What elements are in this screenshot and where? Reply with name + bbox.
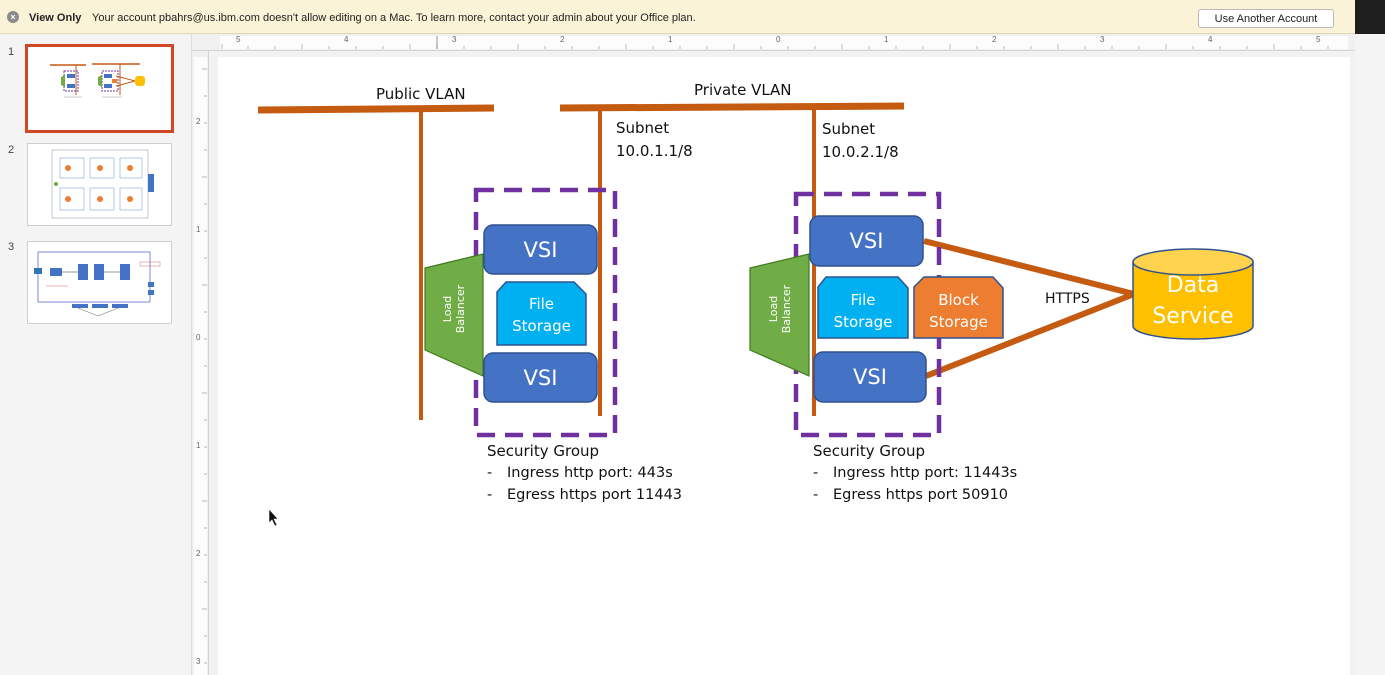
ruler-label: 2	[196, 549, 201, 558]
security-group-1-rules: -Ingress http port: 443s -Egress https p…	[487, 462, 682, 506]
file-storage-1-line1: File	[528, 295, 555, 313]
security-group-2-rules: -Ingress http port: 11443s -Egress https…	[813, 462, 1017, 506]
lb1-line2: Balancer	[454, 284, 467, 334]
sg2-rule-2-text: Egress https port 50910	[833, 487, 1009, 503]
block-storage-line2: Storage	[929, 313, 988, 331]
slide-thumbnail-2[interactable]	[27, 143, 172, 226]
ruler-label: 1	[668, 35, 673, 44]
ruler-label: 0	[196, 333, 201, 342]
load-balancer-1[interactable]: Load Balancer	[425, 285, 483, 333]
security-group-2-title: Security Group	[813, 442, 926, 460]
ruler-label: 3	[196, 657, 201, 666]
view-only-notice-bar: × View Only Your account pbahrs@us.ibm.c…	[0, 0, 1355, 34]
slide[interactable]	[218, 57, 1350, 675]
sg1-rule-2-text: Egress https port 11443	[507, 487, 683, 503]
ruler-label: 2	[560, 35, 565, 44]
close-circle-icon[interactable]: ×	[7, 11, 19, 23]
block-storage[interactable]: Block Storage	[914, 289, 1003, 333]
lb1-line1: Load	[441, 295, 454, 323]
thumbnail-number: 1	[8, 46, 15, 58]
thumbnail-number: 2	[8, 144, 15, 156]
lb2-line2: Balancer	[780, 284, 793, 334]
ruler-label: 3	[452, 35, 457, 44]
ruler-label: 5	[236, 35, 241, 44]
ruler-label: 4	[1208, 35, 1213, 44]
subnet2-cidr: 10.0.2.1/8	[822, 143, 899, 161]
file-storage-2[interactable]: File Storage	[818, 289, 908, 333]
sg2-rule-1: -Ingress http port: 11443s	[813, 465, 1018, 481]
lb2-line1: Load	[767, 295, 780, 323]
file-storage-2-line2: Storage	[833, 313, 893, 331]
slide-thumbnail-3[interactable]	[27, 241, 172, 324]
ruler-label: 0	[776, 35, 781, 44]
file-storage-2-line1: File	[850, 291, 876, 309]
vsi-2a[interactable]: VSI	[849, 229, 884, 253]
ruler-label: 1	[196, 225, 201, 234]
sg1-rule-1-text: Ingress http port: 443s	[507, 465, 673, 481]
use-another-account-button[interactable]: Use Another Account	[1198, 9, 1334, 28]
sg1-rule-2: -Egress https port 11443	[487, 487, 683, 503]
public-vlan-label: Public VLAN	[376, 85, 466, 103]
window-edge	[1355, 0, 1385, 34]
data-service[interactable]: Data Service	[1133, 270, 1253, 332]
data-service-line1: Data	[1166, 273, 1220, 298]
file-storage-1[interactable]: File Storage	[497, 293, 586, 337]
scrollbar-track[interactable]	[1355, 34, 1385, 675]
horizontal-ruler: 5 4 3 2 1 0 1 2 3 4 5	[192, 34, 1355, 51]
ruler-label: 1	[884, 35, 889, 44]
subnet1-title: Subnet	[616, 119, 670, 137]
ruler-label: 4	[344, 35, 349, 44]
slide-thumbnail-1[interactable]	[25, 44, 174, 133]
file-storage-1-line2: Storage	[512, 317, 571, 335]
notice-title: View Only	[29, 12, 82, 24]
vertical-ruler: 2 1 0 1 2 3	[192, 51, 209, 675]
security-group-1-title: Security Group	[487, 442, 600, 460]
subnet2-title: Subnet	[822, 120, 876, 138]
ruler-label: 2	[196, 117, 201, 126]
vsi-1b[interactable]: VSI	[523, 365, 558, 390]
ruler-label: 3	[1100, 35, 1105, 44]
thumbnail-number: 3	[8, 241, 15, 253]
subnet1-cidr: 10.0.1.1/8	[616, 142, 693, 160]
sg2-rule-2: -Egress https port 50910	[813, 487, 1009, 503]
ruler-label: 2	[992, 35, 997, 44]
notice-message: Your account pbahrs@us.ibm.com doesn't a…	[92, 12, 696, 24]
slide-thumbnail-panel: 1 2	[0, 34, 192, 675]
ruler-label: 5	[1316, 35, 1321, 44]
vsi-2b[interactable]: VSI	[853, 365, 887, 389]
private-vlan-label: Private VLAN	[694, 81, 792, 99]
sg2-rule-1-text: Ingress http port: 11443s	[833, 465, 1018, 481]
ruler-label: 1	[196, 441, 201, 450]
https-label: HTTPS	[1045, 291, 1090, 307]
load-balancer-2[interactable]: Load Balancer	[750, 285, 809, 333]
data-service-line2: Service	[1152, 304, 1234, 329]
vsi-1a[interactable]: VSI	[523, 237, 558, 262]
sg1-rule-1: -Ingress http port: 443s	[487, 465, 673, 481]
block-storage-line1: Block	[938, 291, 979, 309]
